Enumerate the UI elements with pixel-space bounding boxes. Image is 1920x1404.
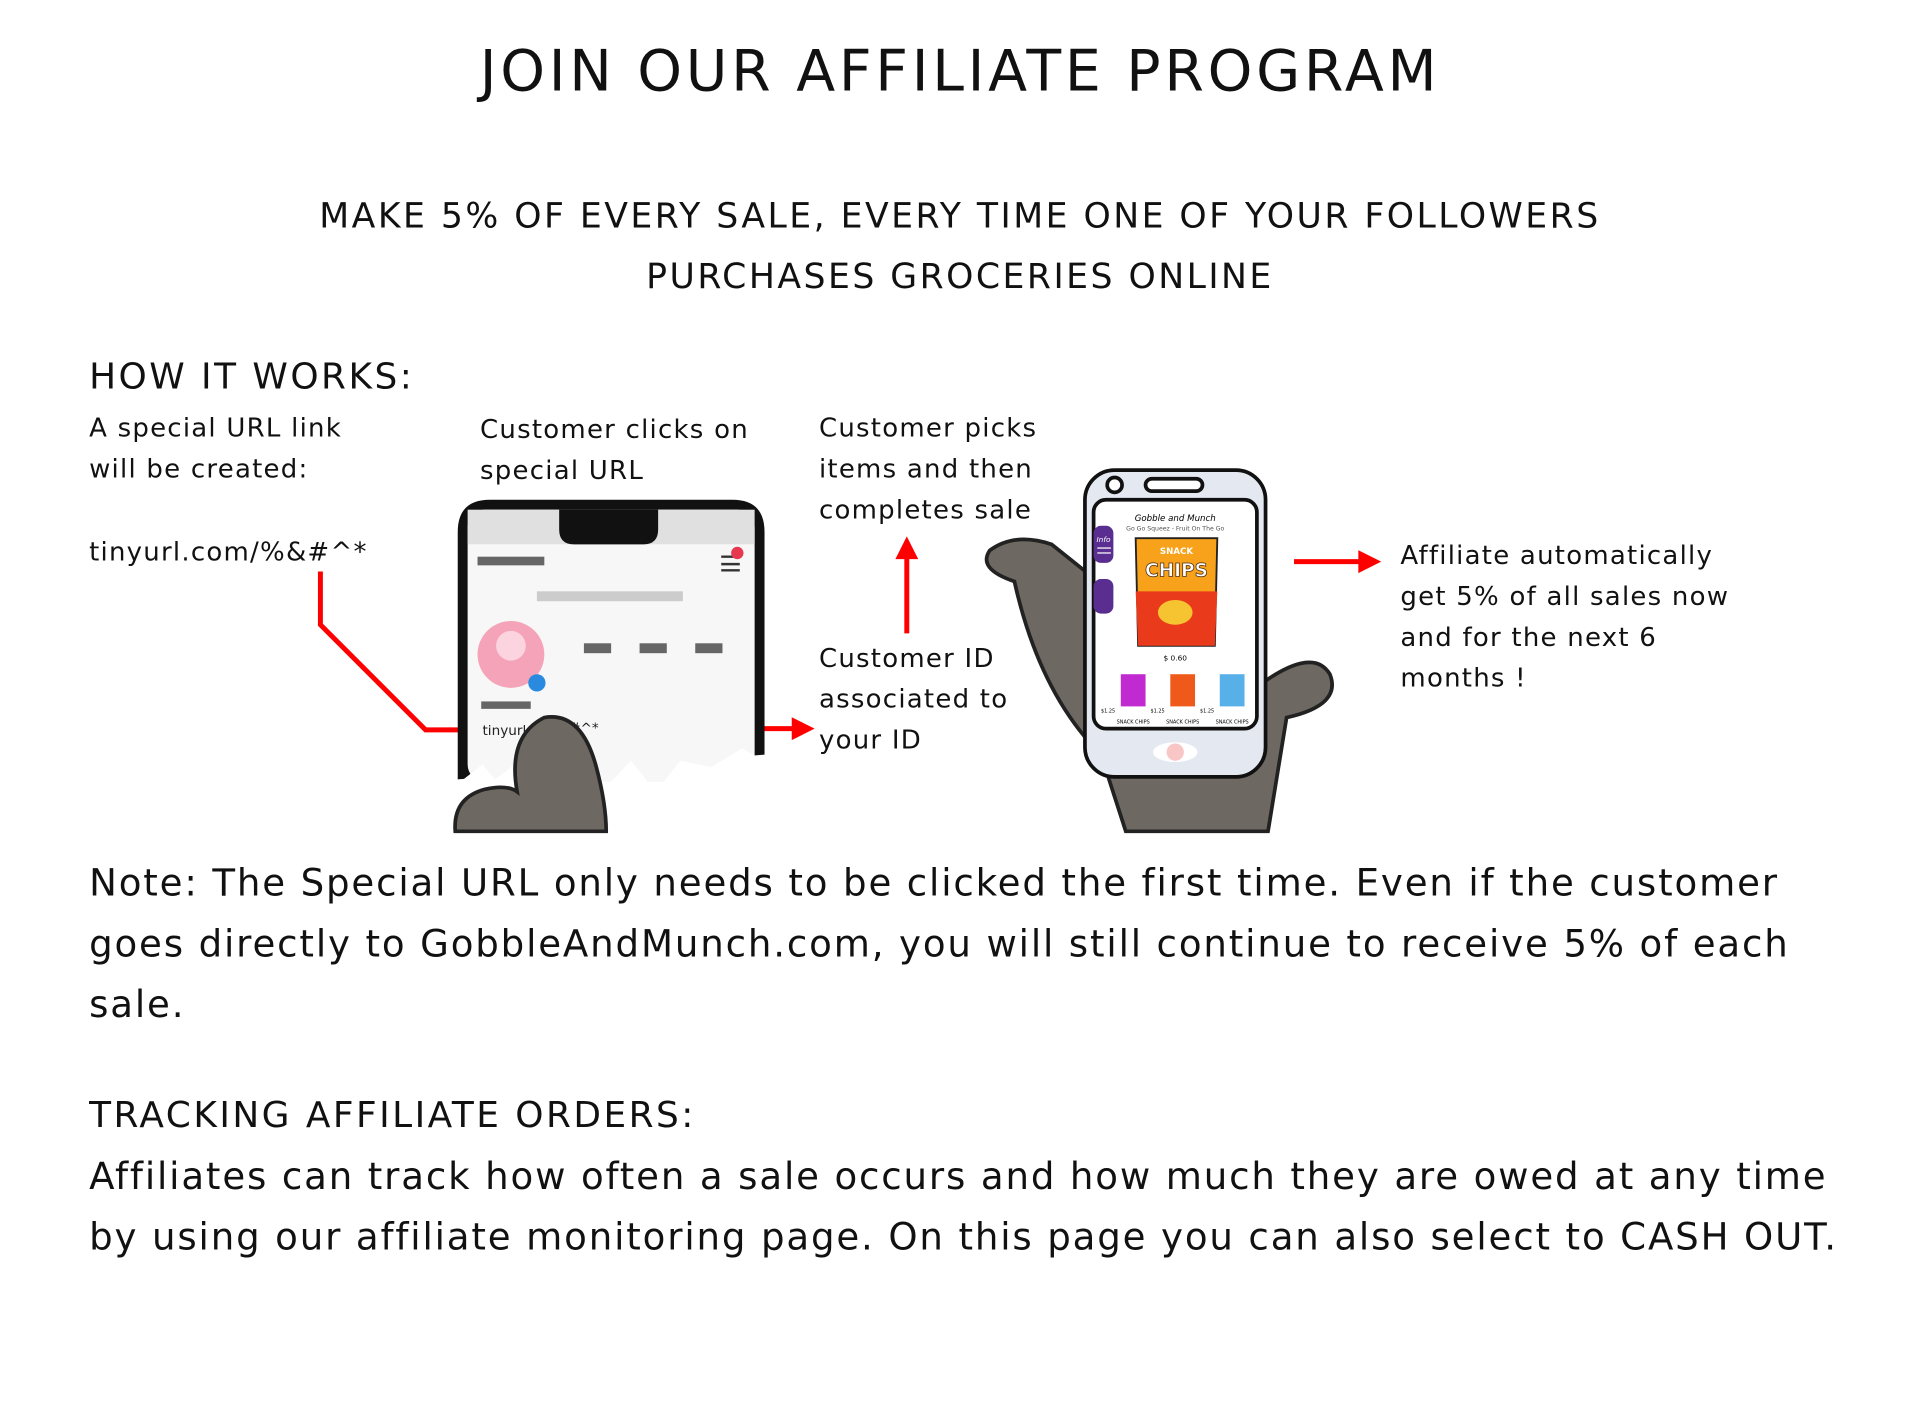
product-name: SNACK CHIPS — [1166, 720, 1199, 726]
store-name: Gobble and Munch — [1135, 514, 1216, 524]
step-affiliate-earns: Affiliate automatically get 5% of all sa… — [1400, 540, 1730, 693]
how-it-works-illustration: tinyurl#^* Gobble and Munch Go Go Squeez… — [317, 468, 1382, 834]
product-price: $1.25 — [1200, 709, 1214, 715]
product-price: $ 0.60 — [1163, 654, 1187, 663]
step-customer-id: Customer ID associated to your ID — [818, 643, 1009, 755]
info-tab — [1093, 525, 1114, 563]
url-arrow — [317, 571, 476, 733]
bag-main-label: CHIPS — [1145, 560, 1208, 581]
product-name: SNACK CHIPS — [1117, 720, 1150, 726]
bag-top-label: SNACK — [1160, 547, 1193, 557]
phone-store-icon: Gobble and Munch Go Go Squeez - Fruit On… — [1083, 468, 1268, 779]
product-name: SNACK CHIPS — [1216, 720, 1249, 726]
step-url-created: A special URL link will be created: — [89, 413, 343, 484]
svg-text:tinyurl: tinyurl — [482, 723, 526, 739]
step-customer-clicks: Customer clicks on special URL — [479, 414, 749, 485]
tracking-heading: TRACKING AFFILIATE ORDERS: — [89, 1093, 696, 1136]
how-it-works-heading: HOW IT WORKS: — [89, 355, 415, 398]
page-title: JOIN OUR AFFILIATE PROGRAM — [479, 37, 1441, 104]
note-text: Note: The Special URL only needs to be c… — [89, 862, 1790, 1027]
tracking-text: Affiliates can track how often a sale oc… — [89, 1155, 1838, 1260]
info-label: Info — [1096, 535, 1110, 544]
grid-icon — [1093, 578, 1114, 614]
store-tagline: Go Go Squeez - Fruit On The Go — [1126, 526, 1224, 533]
step-customer-purchases: Customer picks items and then completes … — [818, 413, 1038, 525]
phone-profile-icon: tinyurl#^* — [453, 499, 765, 834]
subtitle-line-2: PURCHASES GROCERIES ONLINE — [646, 256, 1274, 297]
affiliate-url: tinyurl.com/%&#^* — [89, 536, 368, 567]
product-price: $1.25 — [1101, 709, 1115, 715]
product-price: $1.25 — [1151, 709, 1165, 715]
pointing-hand-icon — [453, 715, 609, 834]
subtitle-line-1: MAKE 5% OF EVERY SALE, EVERY TIME ONE OF… — [319, 195, 1601, 237]
